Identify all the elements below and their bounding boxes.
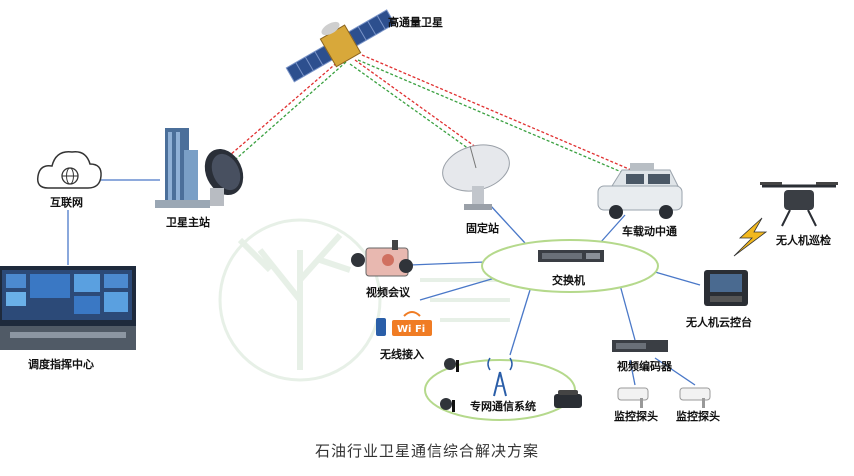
camera-1-icon [617, 387, 649, 408]
lightning-icon [733, 217, 768, 257]
building-icon [155, 128, 210, 208]
radio-user-bottom-icon [440, 398, 455, 412]
wireless-access-label: 无线接入 [379, 347, 424, 361]
video-conference-label: 视频会议 [366, 285, 411, 299]
drone-patrol-label: 无人机巡检 [775, 233, 831, 247]
internet-label: 互联网 [50, 195, 83, 209]
video-conference-icon [351, 240, 413, 277]
wireless-access-icon: Wi Fi [376, 311, 432, 336]
camera-2-icon [679, 387, 711, 408]
switch-label: 交换机 [552, 273, 585, 287]
antenna-tower-icon [487, 357, 513, 397]
fixed-station-label: 固定站 [466, 221, 499, 235]
monitor-camera-2-label: 监控探头 [676, 409, 720, 423]
network-links [67, 179, 701, 386]
monitor-camera-1-label: 监控探头 [614, 409, 658, 423]
switch-device-icon [538, 250, 604, 262]
diagram-caption: 石油行业卫星通信综合解决方案 [314, 442, 539, 460]
private-network-label: 专网通信系统 [470, 399, 536, 413]
fixed-station-dish-icon [442, 144, 510, 210]
station-dish-icon [204, 148, 244, 206]
vehicle-station-label: 车载动中通 [622, 224, 677, 238]
satellite-icon [285, 9, 396, 83]
video-encoder-label: 视频编码器 [617, 359, 673, 373]
drone-cloud-control-label: 无人机云控台 [685, 315, 752, 329]
dispatch-center-label: 调度指挥中心 [28, 357, 94, 371]
video-encoder-icon [612, 340, 668, 352]
satellite-links [221, 54, 651, 183]
drone-control-case-icon [704, 270, 748, 306]
internet-cloud-icon [36, 151, 102, 189]
watermark-logo [218, 218, 510, 382]
dispatch-center-image [0, 266, 136, 350]
switch-ring [481, 239, 659, 293]
satellite-label: 高通量卫星 [388, 15, 443, 29]
drone-icon [760, 182, 838, 227]
satellite-station-label: 卫星主站 [166, 215, 210, 229]
wifi-badge-text: Wi Fi [397, 324, 425, 335]
phone-icon [554, 390, 582, 408]
radio-user-top-icon [444, 358, 459, 372]
vehicle-icon [597, 163, 683, 219]
